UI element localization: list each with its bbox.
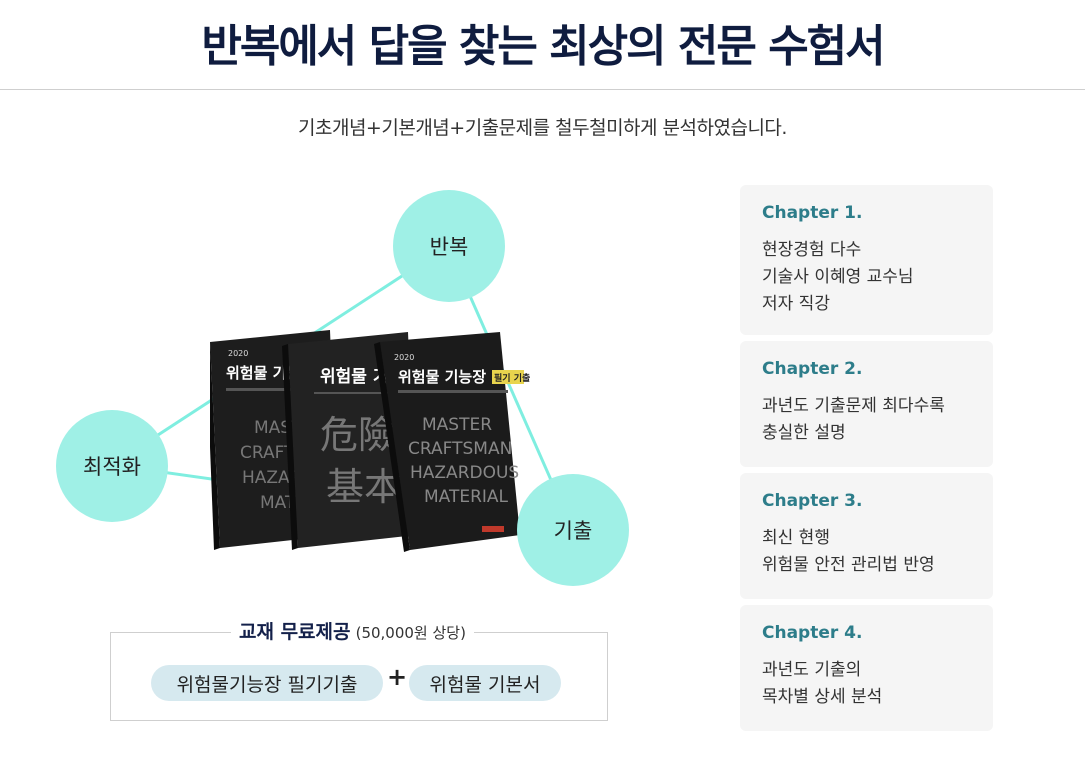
chapter-card-4: Chapter 4. 과년도 기출의 목차별 상세 분석 [740,605,993,731]
page-subtitle: 기초개념+기본개념+기출문제를 철두철미하게 분석하였습니다. [298,117,787,139]
chapter-label: Chapter 1. [762,203,863,223]
book3-title: 위험물 기능장 [398,368,486,386]
plus-icon: + [387,663,408,691]
book3-tag: 필기 기출 [494,372,530,384]
book3-word-3: HAZARDOUS [410,463,519,483]
book2-kanji-2: 基本 [326,465,402,509]
chapter-description: 최신 현행 위험물 안전 관리법 반영 [762,528,935,575]
book2-kanji-1: 危險 [320,413,396,457]
chapter-card-1: Chapter 1. 현장경험 다수 기술사 이혜영 교수님 저자 직강 [740,185,993,335]
book3-word-2: CRAFTSMAN [408,439,512,459]
chapter-label: Chapter 2. [762,359,863,379]
chapter-label: Chapter 4. [762,623,863,643]
free-item-basic-book: 위험물 기본서 [409,665,561,701]
chapter-card-2: Chapter 2. 과년도 기출문제 최다수록 충실한 설명 [740,341,993,467]
textbook-covers: 2020 위험물 기능장 MASTER CRAFTSMAN HAZARDOUS … [210,330,530,552]
chapter-label: Chapter 3. [762,491,863,511]
chapter-description: 과년도 기출문제 최다수록 충실한 설명 [762,396,945,443]
free-offer-value: (50,000원 상당) [355,624,466,642]
book3-year: 2020 [394,353,414,362]
free-item-past-exam: 위험물기능장 필기기출 [151,665,383,701]
book3-word-4: MATERIAL [424,487,509,507]
header-divider [0,89,1085,90]
book3-word-1: MASTER [422,415,492,435]
page-title: 반복에서 답을 찾는 최상의 전문 수험서 [201,21,885,72]
book1-year: 2020 [228,349,248,358]
chapter-card-3: Chapter 3. 최신 현행 위험물 안전 관리법 반영 [740,473,993,599]
chapter-description: 현장경험 다수 기술사 이혜영 교수님 저자 직강 [762,240,914,314]
free-offer-heading: 교재 무료제공 (50,000원 상당) [231,617,474,644]
book2-title: 위험물 기 [320,366,388,387]
book-cover-3: 2020 위험물 기능장 필기 기출 MASTER CRAFTSMAN HAZA… [374,332,530,552]
node-repeat: 반복 [393,190,505,302]
chapter-description: 과년도 기출의 목차별 상세 분석 [762,660,883,707]
book-cover-2: 위험물 기 危險 基本 [282,332,416,550]
node-past-exam: 기출 [517,474,629,586]
free-offer-box: 교재 무료제공 (50,000원 상당) 위험물기능장 필기기출 + 위험물 기… [110,617,608,721]
free-offer-title: 교재 무료제공 [239,621,351,643]
concept-diagram: 2020 위험물 기능장 MASTER CRAFTSMAN HAZARDOUS … [56,190,629,586]
node-optimize: 최적화 [56,410,168,522]
